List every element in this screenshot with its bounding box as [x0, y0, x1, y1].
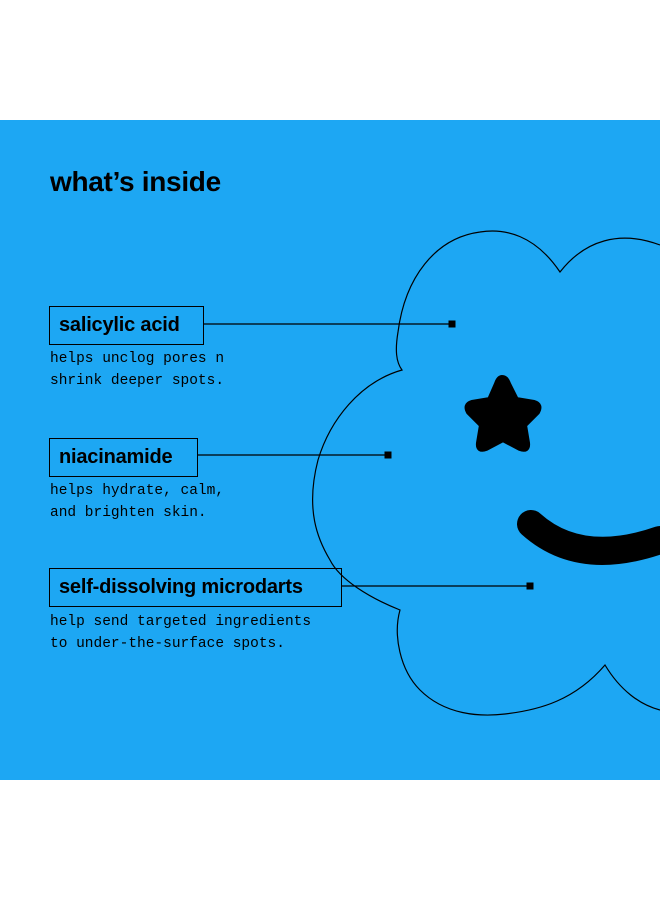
- description-line: shrink deeper spots.: [50, 373, 225, 389]
- section-title: what’s inside: [50, 166, 221, 197]
- connector-dot-microdarts: [526, 582, 534, 590]
- description-line: helps unclog pores n: [50, 351, 225, 367]
- description-line: help send targeted ingredients: [50, 614, 312, 630]
- ingredient-description-salicylic-acid: helps unclog pores n shrink deeper spots…: [50, 348, 224, 392]
- ingredient-label-niacinamide: niacinamide: [49, 438, 198, 477]
- description-line: to under-the-surface spots.: [50, 636, 285, 652]
- description-line: helps hydrate, calm,: [50, 483, 225, 499]
- ingredient-label-salicylic-acid: salicylic acid: [49, 306, 204, 345]
- description-line: and brighten skin.: [50, 505, 207, 521]
- ingredient-label-microdarts: self-dissolving microdarts: [49, 568, 342, 607]
- star-icon: [464, 375, 542, 452]
- smile-arc-icon: [517, 510, 660, 565]
- connector-dot-salicylic: [448, 320, 456, 328]
- ingredients-panel: what’s inside salicylic acid helps unclo…: [0, 120, 660, 780]
- ingredient-description-niacinamide: helps hydrate, calm, and brighten skin.: [50, 480, 224, 524]
- connector-dot-niacinamide: [384, 451, 392, 459]
- ingredient-description-microdarts: help send targeted ingredients to under-…: [50, 611, 311, 655]
- cloud-outline-icon: [312, 230, 660, 716]
- cloud-illustration: [198, 230, 660, 716]
